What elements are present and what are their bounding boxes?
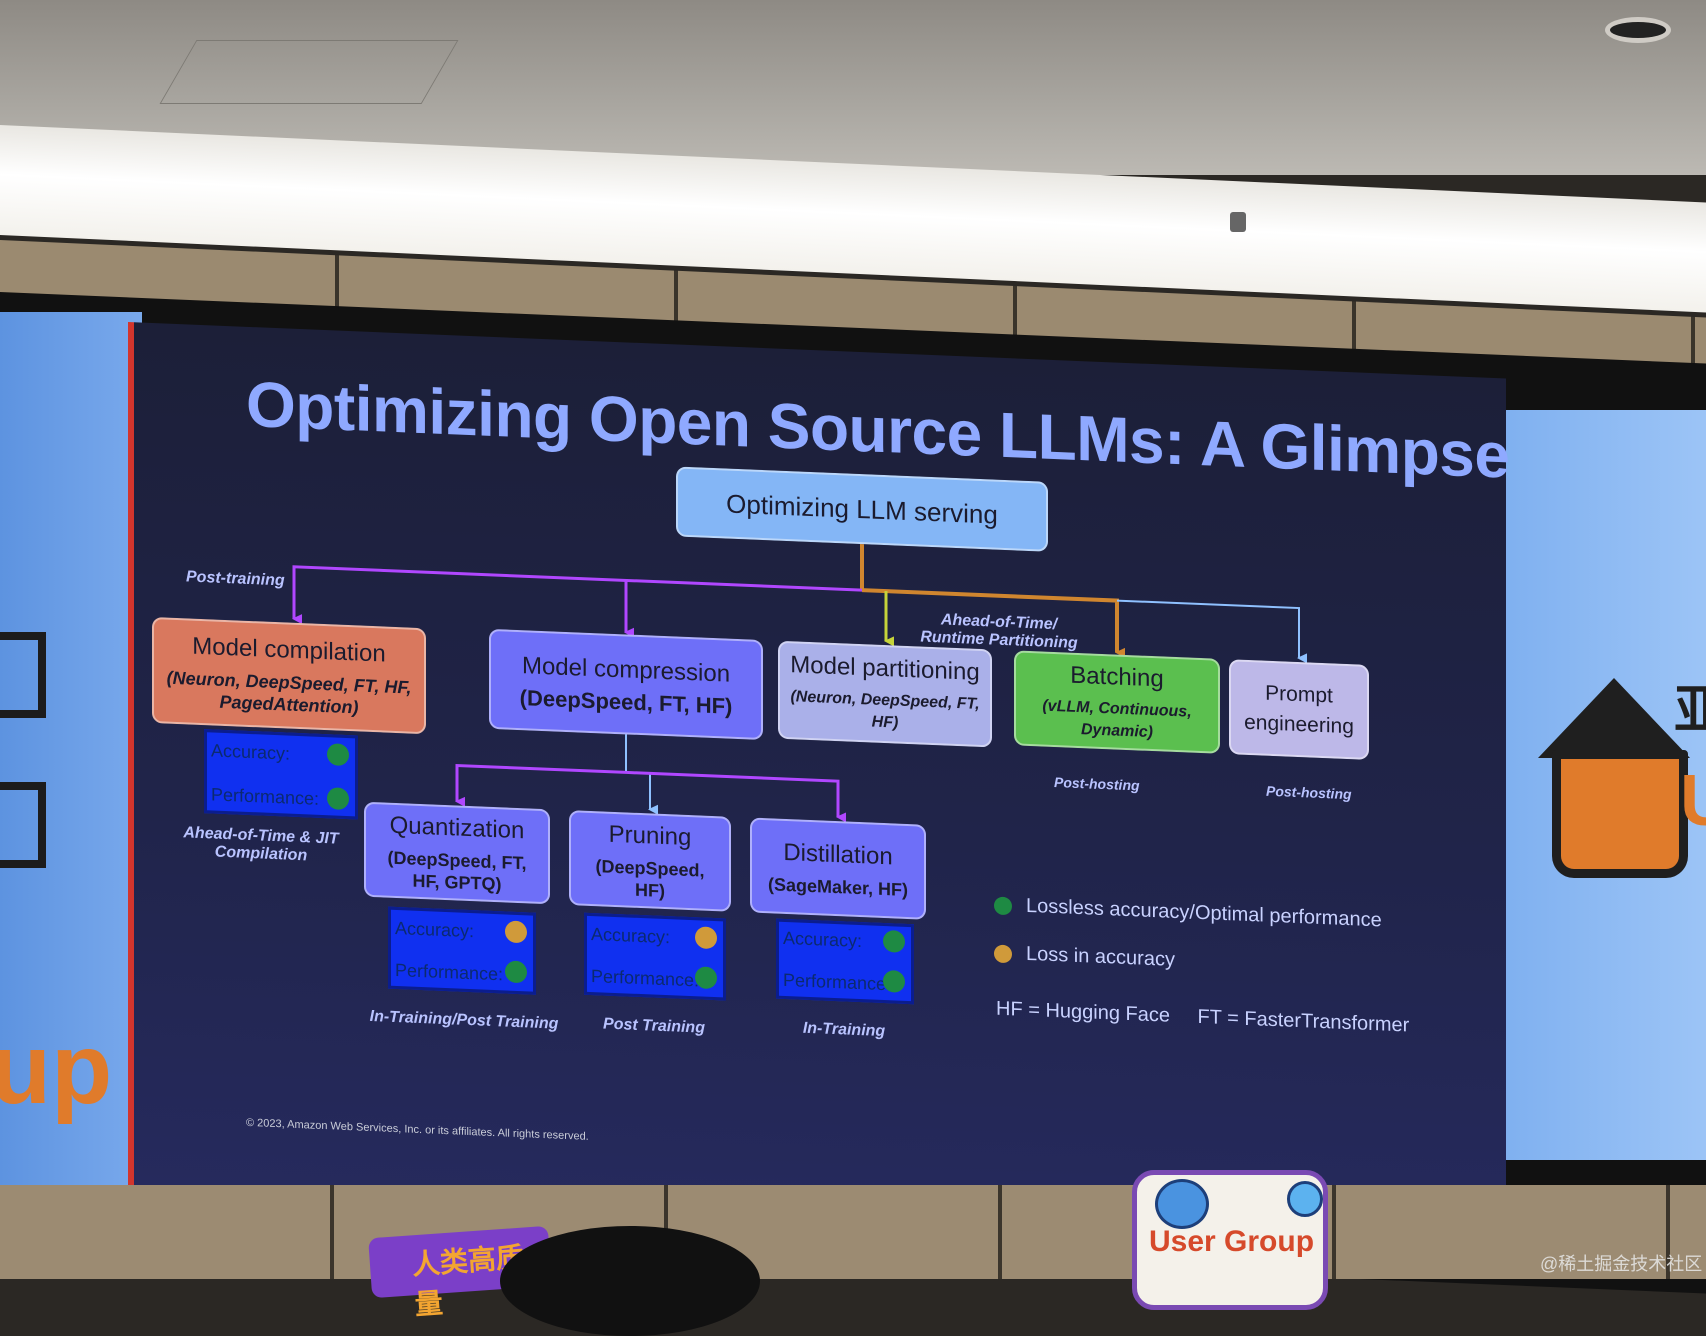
green-dot-icon xyxy=(883,929,905,953)
bracket-top xyxy=(0,632,46,718)
green-dot-icon xyxy=(505,960,527,984)
user-group-text: User Group xyxy=(1149,1225,1315,1258)
performance-label: Performance: xyxy=(591,966,700,991)
node-tools: (SageMaker, HF) xyxy=(767,873,909,900)
node-model-partitioning: Model partitioning (Neuron, DeepSpeed, F… xyxy=(778,640,992,748)
node-tools: (vLLM, Continuous, Dynamic) xyxy=(1042,697,1192,741)
metrics-box-quantization: Accuracy: Performance: xyxy=(388,906,536,995)
ceiling-vent xyxy=(1610,22,1666,38)
node-quantization: Quantization (DeepSpeed, FT, HF, GPTQ) xyxy=(364,801,550,905)
accuracy-label: Accuracy: xyxy=(783,927,863,952)
orange-dot-icon xyxy=(994,944,1012,963)
performance-label: Performance: xyxy=(783,969,892,995)
node-title: Model compression xyxy=(521,652,731,688)
side-left-text: up xyxy=(0,1013,113,1125)
ceiling-panel xyxy=(159,40,459,104)
node-title: Prompt engineering xyxy=(1244,681,1354,738)
node-title: Model partitioning xyxy=(790,651,980,686)
label-compilation-stage: Ahead-of-Time & JIT Compilation xyxy=(183,824,339,865)
audience-head xyxy=(500,1226,760,1336)
node-model-compilation: Model compilation (Neuron, DeepSpeed, FT… xyxy=(152,616,426,735)
green-dot-icon xyxy=(695,966,717,990)
right-side-screen: 亚 U xyxy=(1502,410,1706,1160)
accuracy-label: Accuracy: xyxy=(395,917,475,942)
node-tools: (DeepSpeed, HF) xyxy=(595,855,705,901)
green-dot-icon xyxy=(883,969,905,993)
node-prompt-engineering: Prompt engineering xyxy=(1229,659,1369,760)
node-model-compression: Model compression (DeepSpeed, FT, HF) xyxy=(489,628,763,741)
node-tools: (Neuron, DeepSpeed, FT, HF) xyxy=(790,688,980,732)
bracket-bottom xyxy=(0,782,46,868)
presentation-slide: Optimizing Open Source LLMs: A Glimpse xyxy=(128,322,1509,1259)
watermark: @稀土掘金技术社区 xyxy=(1540,1254,1703,1274)
accuracy-label: Accuracy: xyxy=(211,740,291,764)
node-title: Distillation xyxy=(783,838,893,870)
orange-dot-icon xyxy=(505,920,527,944)
accuracy-label: Accuracy: xyxy=(591,924,671,948)
metrics-box-pruning: Accuracy: Performance: xyxy=(584,912,726,1001)
metrics-box-compilation: Accuracy: Performance: xyxy=(204,729,358,820)
node-distillation: Distillation (SageMaker, HF) xyxy=(750,817,926,920)
connector-lines xyxy=(292,544,1307,823)
node-title: Model compilation xyxy=(192,632,386,668)
user-group-badge: User Group xyxy=(1132,1170,1328,1310)
house-logo xyxy=(1552,750,1688,878)
metrics-box-distillation: Accuracy: Performance: xyxy=(776,918,914,1005)
performance-label: Performance: xyxy=(211,784,320,809)
left-side-screen: up xyxy=(0,312,142,1212)
node-pruning: Pruning (DeepSpeed, HF) xyxy=(569,810,731,912)
node-title: Quantization xyxy=(389,811,525,844)
node-tools: (DeepSpeed, FT, HF, GPTQ) xyxy=(387,847,527,894)
green-dot-icon xyxy=(327,743,349,767)
legend-loss-text: Loss in accuracy xyxy=(1026,942,1175,971)
lower-wall xyxy=(0,1185,1706,1279)
side-right-glyph: 亚 xyxy=(1674,682,1706,740)
node-title: Pruning xyxy=(608,820,692,851)
node-title: Batching xyxy=(1070,661,1164,693)
green-dot-icon xyxy=(994,896,1012,915)
sprinkler xyxy=(1230,212,1246,232)
node-tools: (DeepSpeed, FT, HF) xyxy=(519,685,733,719)
megaphone-icon xyxy=(1155,1179,1209,1229)
performance-label: Performance: xyxy=(395,959,504,985)
side-right-letter: U xyxy=(1680,760,1706,842)
node-batching: Batching (vLLM, Continuous, Dynamic) xyxy=(1014,650,1220,754)
node-tools: (Neuron, DeepSpeed, FT, HF, PagedAttenti… xyxy=(166,667,412,718)
orange-dot-icon xyxy=(695,926,717,950)
root-node-title: Optimizing LLM serving xyxy=(726,488,998,530)
green-dot-icon xyxy=(327,787,349,811)
house-logo-roof xyxy=(1538,678,1690,758)
search-icon xyxy=(1287,1181,1323,1217)
